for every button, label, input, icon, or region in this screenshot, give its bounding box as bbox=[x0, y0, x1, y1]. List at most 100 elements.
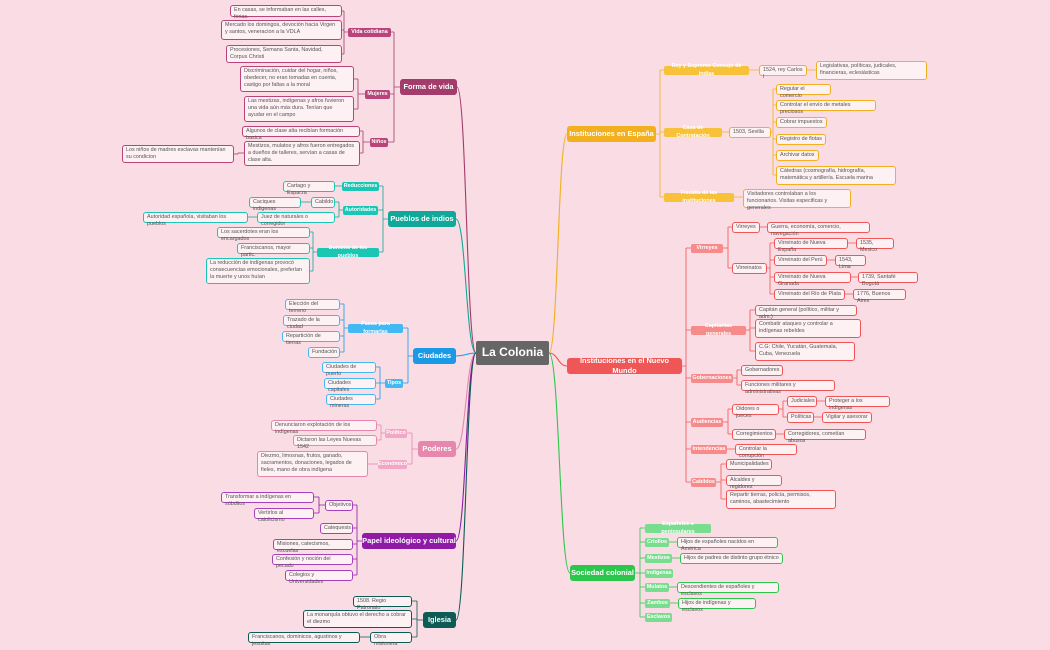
virreyes-tag[interactable]: Virreyes bbox=[691, 244, 723, 253]
sociedad-group-5-item[interactable]: Descendientes de españoles y esclavos bbox=[677, 582, 779, 597]
sociedad-group-3[interactable]: Mestizos bbox=[645, 554, 672, 563]
sociedad-group-5[interactable]: Mulatos bbox=[645, 583, 669, 592]
economico-tag[interactable]: Económico bbox=[377, 460, 408, 469]
objetivos-item-1[interactable]: Transformar a indígenas en súbditos bbox=[221, 492, 314, 507]
autoridades-tag[interactable]: Autoridades bbox=[343, 206, 378, 215]
fiscalia-item[interactable]: Visitadores controlaban a los funcionari… bbox=[743, 189, 851, 211]
casa-item-2[interactable]: Controlar el envío de metales preciosos bbox=[776, 100, 876, 115]
audiencias-tag[interactable]: Audiencias bbox=[691, 418, 723, 427]
cabildos-item-2[interactable]: Alcaldes y regidores bbox=[726, 475, 782, 490]
casa-item-6[interactable]: Cátedras (cosmografía, hidrografía, mate… bbox=[776, 166, 896, 185]
obra-misionera-tag[interactable]: Obra misionera bbox=[370, 632, 412, 647]
vida-item-1[interactable]: En casas, se informaban en las calles, f… bbox=[230, 5, 342, 20]
vida-item-2[interactable]: Mercado los domingos, devoción hacia Vir… bbox=[221, 20, 342, 40]
rey-consejo-tag[interactable]: Rey y Supremo Consejo de indias bbox=[664, 63, 749, 77]
sociedad-group-7[interactable]: Esclavos bbox=[645, 613, 672, 622]
sociedad-group-6-item[interactable]: Hijos de indígenas y esclavos bbox=[678, 598, 756, 613]
oidores-sub[interactable]: Oidores o jueces bbox=[732, 404, 779, 419]
objetivos-item-2[interactable]: Vertirlos al catolicismo bbox=[254, 508, 314, 523]
virreinatos-sub[interactable]: Virreinatos bbox=[732, 263, 767, 274]
papel-item-2[interactable]: Misiones, catecismos, escuelas bbox=[273, 539, 353, 554]
reducciones-tag[interactable]: Reducciones bbox=[342, 182, 379, 191]
casa-item-3[interactable]: Cobrar impuestos bbox=[776, 117, 827, 128]
tipos-item-3[interactable]: Ciudades mineras bbox=[326, 394, 376, 409]
intendencias-item[interactable]: Controlar la corrupción bbox=[735, 444, 797, 459]
virreinato-2-date[interactable]: 1543, Lima bbox=[835, 255, 866, 270]
cabildo-item[interactable]: Cabildo bbox=[311, 197, 335, 208]
corregimientos-sub-item[interactable]: Corregidores, cometían abusos bbox=[784, 429, 866, 444]
sociedad-group-2-item[interactable]: Hijos de españoles nacidos en América bbox=[677, 537, 778, 552]
virreyes-sub-item[interactable]: Guerra, economía, comercio, navegación bbox=[767, 222, 870, 237]
instituciones-nuevo-mundo-node[interactable]: Instituciones en el Nuevo Mundo bbox=[567, 356, 682, 375]
economico-item[interactable]: Diezmo, limosnas, frutos, ganado, sacram… bbox=[257, 451, 368, 477]
casa-item-4[interactable]: Registro de flotas bbox=[776, 134, 826, 145]
vida-cotidiana-tag[interactable]: Vida cotidiana bbox=[348, 28, 391, 37]
poderes-node[interactable]: Poderes bbox=[418, 441, 456, 457]
dominio-item-2[interactable]: Franciscanos, mayor partic. bbox=[237, 243, 310, 258]
papel-item-1[interactable]: Catequesis bbox=[320, 523, 353, 534]
iglesia-item-1[interactable]: 1508. Regio Patronato bbox=[353, 596, 412, 611]
iglesia-node[interactable]: Iglesia bbox=[423, 612, 456, 628]
tipos-tag[interactable]: Tipos bbox=[385, 379, 403, 388]
caciques-item[interactable]: Caciques indigenas bbox=[249, 197, 301, 212]
cabildos-tag[interactable]: Cabildos bbox=[691, 478, 716, 487]
pasos-item-4[interactable]: Fundación bbox=[308, 347, 340, 358]
sociedad-group-3-item[interactable]: Hijos de padres de distinto grupo étnico bbox=[680, 553, 783, 564]
mujeres-item-2[interactable]: Las mestizas, indígenas y afros fuvieron… bbox=[244, 96, 354, 122]
judiciales-sub-item[interactable]: Proteger a los indígenas bbox=[825, 396, 890, 411]
capitanias-tag[interactable]: Capitanías generales bbox=[691, 323, 746, 337]
dominio-tag[interactable]: Dominio de los pueblos bbox=[317, 245, 379, 259]
sociedad-colonial-node[interactable]: Sociedad colonial bbox=[570, 565, 635, 581]
papel-item-3[interactable]: Confesión y noción del pecado bbox=[272, 554, 353, 569]
objetivos-tag[interactable]: Objetivos bbox=[325, 500, 353, 511]
virreyes-sub[interactable]: Virreyes bbox=[732, 222, 760, 233]
virreinato-1-date[interactable]: 1535, Mexico bbox=[856, 238, 894, 253]
virreinato-3-date[interactable]: 1739, Santafé Bogotá bbox=[858, 272, 918, 287]
virreinato-2[interactable]: Virreinato del Perú bbox=[774, 255, 827, 266]
corregimientos-sub[interactable]: Corregimientos bbox=[732, 429, 776, 440]
pasos-item-1[interactable]: Elección del terreno bbox=[285, 299, 340, 314]
capitanias-item-2[interactable]: Combatir ataques y controlar a indígenas… bbox=[755, 319, 861, 338]
papel-ideologico-node[interactable]: Papel ideológico y cultural bbox=[362, 533, 456, 549]
politico-item-2[interactable]: Dictaron las Leyes Nuevas 1542 bbox=[293, 435, 377, 450]
intendencias-tag[interactable]: Intendencias bbox=[691, 445, 727, 454]
casa-sub[interactable]: 1503, Sevilla bbox=[729, 127, 771, 138]
cabildos-item-3[interactable]: Repartir tierras, policía, permisos, cam… bbox=[726, 490, 836, 509]
mujeres-tag[interactable]: Mujeres bbox=[365, 90, 390, 99]
ciudades-node[interactable]: Ciudades bbox=[413, 348, 456, 364]
capitanias-item-3[interactable]: C.G: Chile, Yucatán, Guatemala, Cuba, Ve… bbox=[755, 342, 855, 361]
mujeres-item-1[interactable]: Discriminación, cuidar del hogar, niños,… bbox=[240, 66, 354, 92]
gobernaciones-item-1[interactable]: Gobernadores bbox=[741, 365, 783, 376]
rey-item[interactable]: Legislativas, políticas, judicales, fina… bbox=[816, 61, 927, 80]
juez-item[interactable]: Juez de naturales o corregidor bbox=[257, 212, 335, 227]
virreinato-1[interactable]: Virreinato de Nueva España bbox=[774, 238, 848, 253]
sociedad-group-2[interactable]: Criollos bbox=[645, 538, 669, 547]
gobernaciones-item-2[interactable]: Funciones militares y administrativas bbox=[741, 380, 835, 395]
ninos-tag[interactable]: Niños bbox=[370, 138, 388, 147]
instituciones-espana-node[interactable]: Instituciones en España bbox=[567, 126, 656, 142]
ninos-item-2[interactable]: Mestizos, mulatos y afros fueron entrega… bbox=[244, 141, 360, 166]
judiciales-item[interactable]: Judiciales bbox=[787, 396, 817, 407]
politico-item-1[interactable]: Denunciaron explotación de los indígenas bbox=[271, 420, 377, 435]
rey-sub[interactable]: 1524, rey Carlos I bbox=[759, 65, 807, 80]
tipos-item-1[interactable]: Ciudades de puerto bbox=[322, 362, 376, 377]
politicas-item[interactable]: Políticas bbox=[787, 412, 814, 423]
ninos-far-item[interactable]: Los niños de madres esclavas mantenían s… bbox=[122, 145, 234, 163]
tipos-item-2[interactable]: Ciudades capitales bbox=[324, 378, 376, 393]
virreinato-4[interactable]: Virreinato del Río de Plata bbox=[774, 289, 845, 300]
fiscalia-tag[interactable]: Fiscalia de las instituciones bbox=[664, 190, 734, 204]
politico-tag[interactable]: Político bbox=[385, 429, 407, 438]
obra-far-item[interactable]: Franciscanos, dominicos, agustinos y jes… bbox=[248, 632, 360, 647]
root-node[interactable]: La Colonia bbox=[476, 341, 549, 365]
pasos-tag[interactable]: Pasos para formarlas bbox=[348, 321, 403, 335]
autoridad-espanola-item[interactable]: Autoridad española, visitaban los pueblo… bbox=[143, 212, 248, 227]
casa-item-5[interactable]: Archivar datos bbox=[776, 150, 819, 161]
papel-item-4[interactable]: Colegios y Universidades bbox=[285, 570, 353, 585]
ninos-item-1[interactable]: Algunos de clase alta recibían formación… bbox=[242, 126, 360, 141]
sociedad-group-6[interactable]: Zambos bbox=[645, 599, 670, 608]
reducciones-item[interactable]: Cartago y Esparza bbox=[283, 181, 335, 196]
casa-item-1[interactable]: Regular el comercio bbox=[776, 84, 831, 99]
dominio-item-1[interactable]: Los sacerdotes eran los encargados bbox=[217, 227, 310, 242]
cabildos-item-1[interactable]: Municipalidades bbox=[726, 459, 772, 470]
virreinato-4-date[interactable]: 1776, Buenos Aires bbox=[853, 289, 906, 304]
